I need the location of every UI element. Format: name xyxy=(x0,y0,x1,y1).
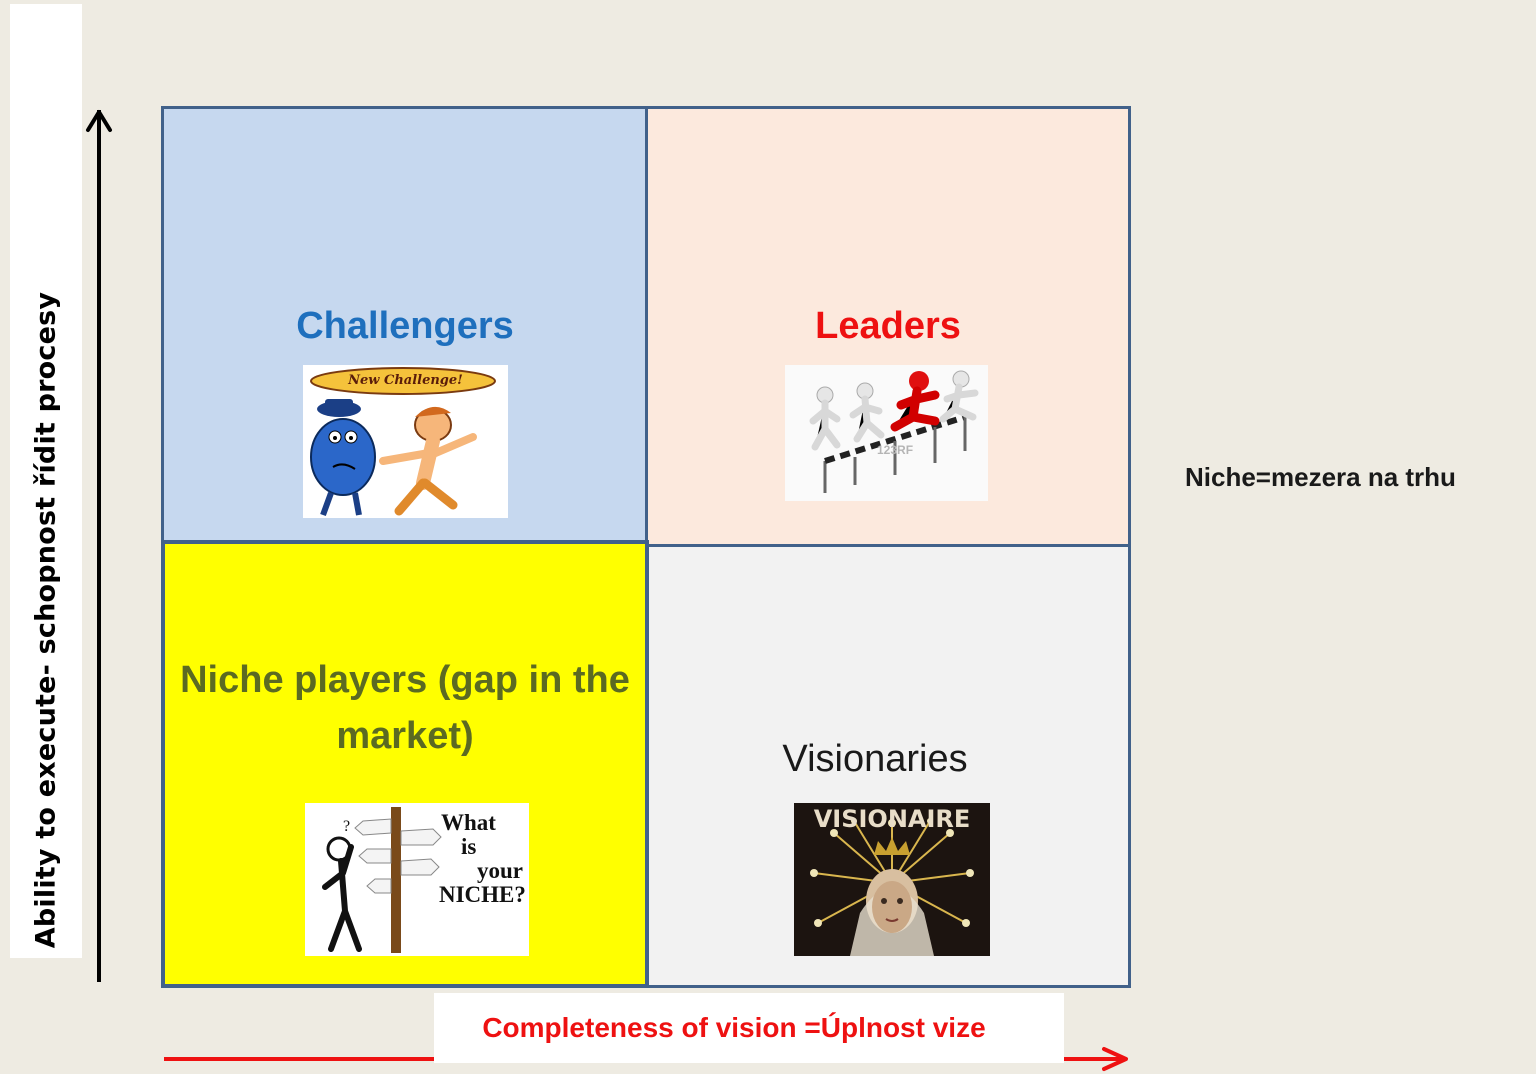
niche-question-line-1: What xyxy=(441,810,496,835)
niche-players-title: Niche players (gap in the market) xyxy=(180,659,630,757)
challenge-banner-text: New Challenge! xyxy=(348,373,463,388)
niche-question-line-3: your xyxy=(477,858,523,883)
niche-question-line-4: NICHE? xyxy=(439,882,526,907)
y-axis-label: Ability to execute- schopnost řídit proc… xyxy=(30,291,62,949)
y-axis-label-box xyxy=(10,4,82,958)
visionaire-masthead: VISIONAIRE xyxy=(813,805,971,833)
challenge-cartoon-image: New Challenge! xyxy=(303,365,508,518)
niche-question-line-2: is xyxy=(461,834,477,859)
side-note: Niche=mezera na trhu xyxy=(1185,462,1456,492)
svg-text:?: ? xyxy=(343,818,350,835)
signpost-figure-image: ? What is your NICHE? xyxy=(305,803,529,956)
watermark-text: 123RF xyxy=(877,443,914,457)
x-axis-label-box xyxy=(434,993,1064,1063)
leaders-title: Leaders xyxy=(815,305,961,347)
visionaries-title: Visionaries xyxy=(782,738,968,780)
x-axis-label: Completeness of vision =Úplnost vize xyxy=(482,1012,986,1043)
hurdle-runners-image: 123RF xyxy=(785,365,988,501)
y-axis-arrow xyxy=(86,110,112,982)
visionaire-cover-image: VISIONAIRE xyxy=(794,803,990,956)
challengers-title: Challengers xyxy=(296,305,514,347)
